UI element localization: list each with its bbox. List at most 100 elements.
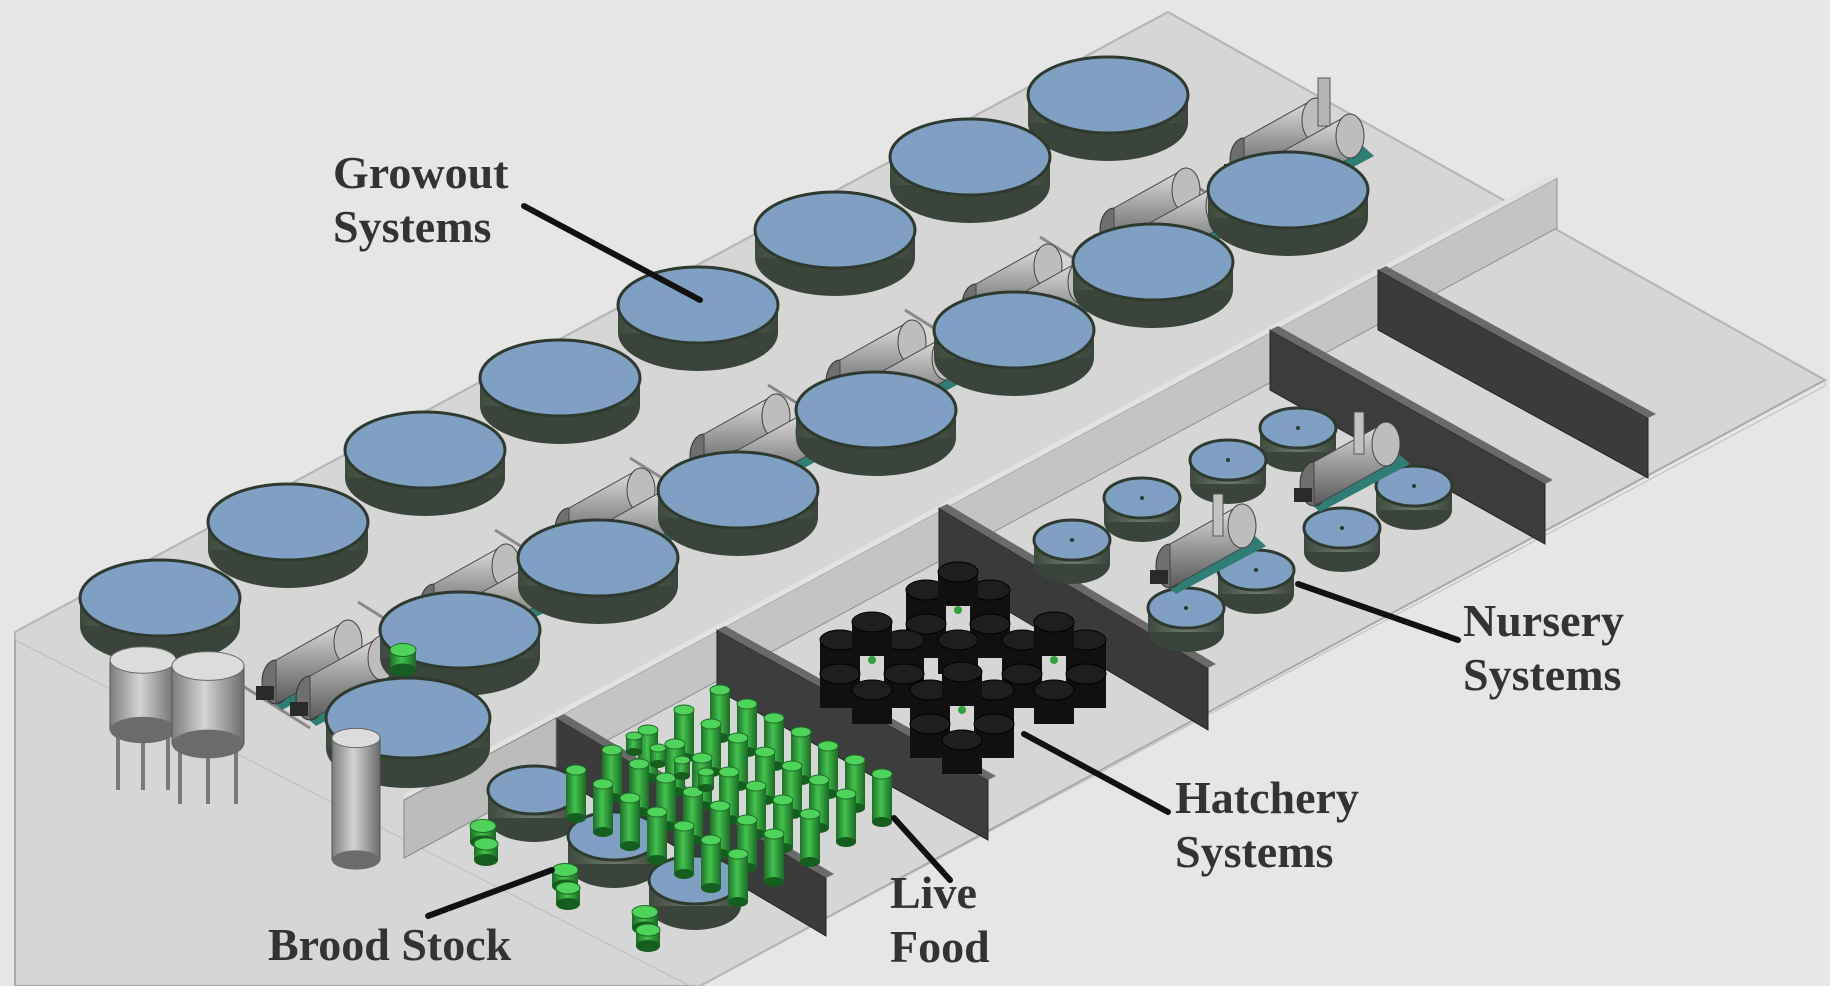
cylinder-top [763,828,785,840]
label-line: Systems [333,201,492,252]
growout-tank-front-1 [1071,222,1235,328]
cylinder-top [473,837,499,851]
cylinder-top [844,754,866,766]
label-line: Systems [1175,826,1334,877]
hatchery-center-valve [868,656,876,664]
cylinder-top [871,768,893,780]
cylinder-top [389,643,417,657]
cylinder-base [390,663,416,677]
cylinder-top [649,743,667,753]
tank-water-surface [888,117,1052,197]
label-line: Systems [1463,649,1622,700]
hatchery-tank-top [1001,663,1043,685]
label-line: Food [890,921,990,972]
brood-stock-label: Brood Stock [268,918,511,972]
growout-tank-front-0 [1206,150,1370,256]
tank-water-surface [1071,222,1235,302]
nursery-center [1254,568,1258,572]
cylinder-base [728,897,748,907]
nursery-center [1184,606,1188,610]
label-line: Nursery [1463,595,1624,646]
cylinder-base [556,898,580,910]
live-food-cylinder [646,806,668,865]
tank-water-surface [206,482,370,562]
live-food-cylinder [871,768,893,827]
cylinder-top [673,704,695,716]
nursery-center [1226,458,1230,462]
cylinder-base [566,813,586,823]
cylinder-top [655,772,677,784]
tank-water-surface [516,518,680,598]
green-tank-growout [389,643,417,677]
cylinder-top [790,726,812,738]
hatchery-tank-top [883,663,925,685]
live-food-small [673,755,691,780]
silo-bottom [332,850,380,870]
brood-tank-1 [486,764,582,842]
hatchery-tank-top [819,663,861,685]
growout-tank-front-2 [932,290,1096,396]
hatchery-tank-top [909,713,951,735]
drum-cap [1335,113,1365,159]
cylinder-top [625,731,643,741]
live-food-cylinder [799,808,821,867]
pump [256,686,274,700]
cylinder-top [772,794,794,806]
cylinder-top [709,684,731,696]
growout-tank-back-7 [78,558,242,664]
feed-silo-1 [109,646,177,790]
nursery-systems-label: Nursery Systems [1463,594,1624,702]
growout-tank-back-1 [888,117,1052,223]
brood-green-drum-b-1 [555,881,581,910]
growout-tank-front-3 [794,370,958,476]
cylinder-top [727,848,749,860]
cylinder-base [593,827,613,837]
growout-tank-back-3 [616,265,780,371]
nursery-tank-7 [1146,586,1226,652]
cylinder-body [647,812,667,860]
growout-tank-back-2 [753,190,917,296]
tank-water-surface [656,450,820,530]
cylinder-top [700,718,722,730]
silo-top [109,646,177,674]
live-food-leader [891,815,953,883]
brood-tank-3 [647,854,743,930]
cylinder-top [736,698,758,710]
hatchery-tank-top [937,629,979,651]
hatchery-tank-top [1065,663,1107,685]
live-food-cylinder [673,820,695,879]
live-food-small [625,731,643,756]
cylinder-top [718,766,740,778]
brood-green-drum-b-0 [473,837,499,866]
tank-water-surface [478,338,642,418]
cylinder-top [799,808,821,820]
hatchery-center-valve [954,606,962,614]
cylinder-top [700,834,722,846]
cylinder-base [650,760,666,768]
nursery-tank-1 [1188,438,1268,504]
growout-tank-front-4 [656,450,820,556]
cylinder-top [664,738,686,750]
tank-water-surface [794,370,958,450]
main-divider-wall-top [404,172,1557,800]
tank-water-surface [78,558,242,638]
cylinder-top [691,752,713,764]
cylinder-top [646,806,668,818]
live-food-cylinder [700,834,722,893]
brood-green-drum-b-2 [635,923,661,952]
cylinder-base [626,748,642,756]
cylinder-top [592,778,614,790]
growout-tank-back-5 [343,410,507,516]
cylinder-body [728,854,748,902]
growout-tank-back-0 [1026,55,1190,161]
hatchery-cluster-2 [819,611,925,724]
drum-cap [1371,421,1401,467]
silo-top [331,727,381,749]
drum-cap [1227,503,1257,549]
live-food-small [649,743,667,768]
hatchery-tank-top [969,613,1011,635]
cylinder-top [673,820,695,832]
nursery-wall-2-top [1378,266,1656,418]
cylinder-base [836,837,856,847]
